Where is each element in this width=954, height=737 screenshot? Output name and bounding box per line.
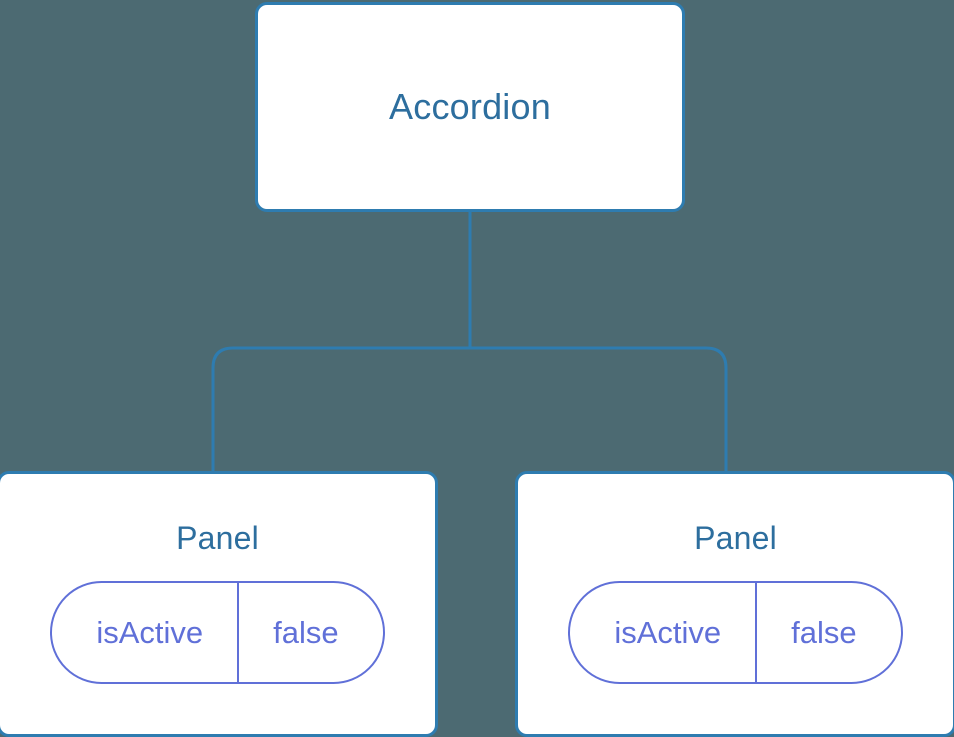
node-title: Panel: [694, 520, 777, 556]
node-panel-1[interactable]: Panel isActive false: [515, 471, 954, 737]
prop-pill-isactive[interactable]: isActive false: [50, 581, 385, 685]
edge-root-to-panel-0: [211, 346, 470, 473]
node-title: Panel: [176, 520, 259, 556]
prop-key: isActive: [52, 583, 240, 683]
prop-key: isActive: [570, 583, 758, 683]
prop-pill-isactive[interactable]: isActive false: [568, 581, 903, 685]
edge-root-to-panel-1: [470, 346, 728, 473]
prop-value: false: [273, 614, 339, 650]
node-title: Accordion: [389, 86, 551, 128]
node-panel-0[interactable]: Panel isActive false: [0, 471, 438, 737]
prop-value: false: [791, 614, 857, 650]
node-accordion[interactable]: Accordion: [255, 2, 685, 212]
